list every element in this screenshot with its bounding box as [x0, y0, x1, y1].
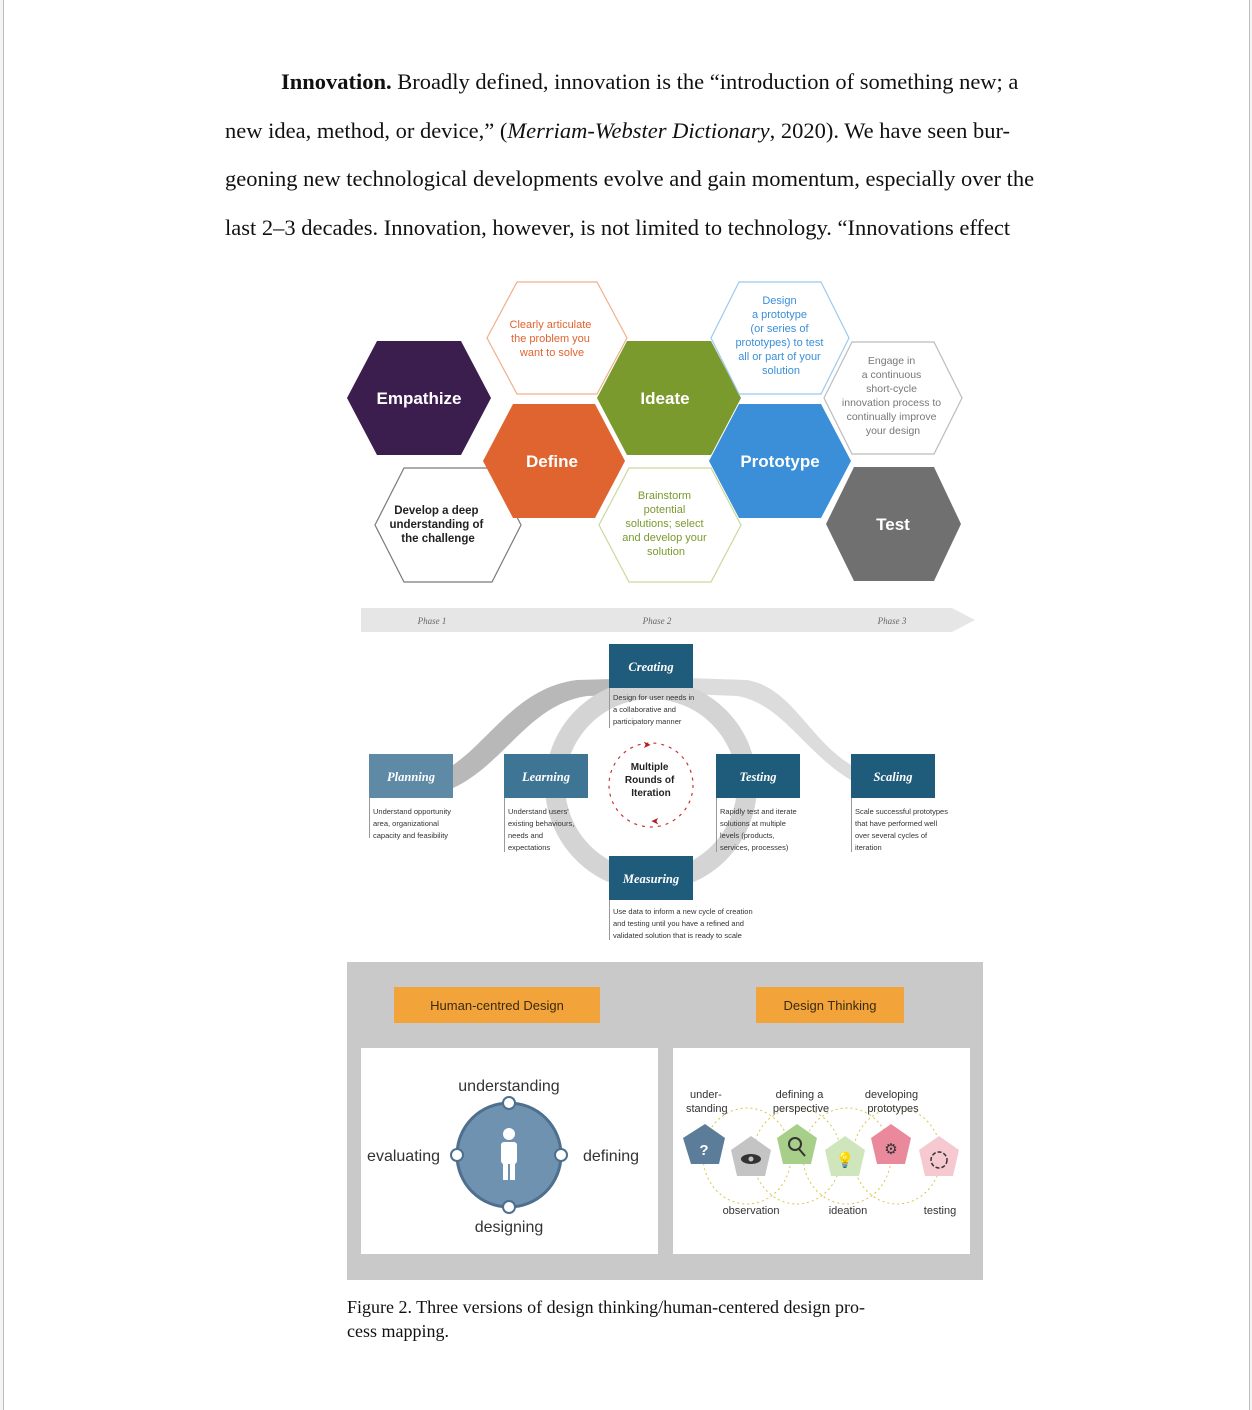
caption-line-2: cess mapping. — [347, 1321, 449, 1341]
empathize-hexagon — [347, 341, 491, 455]
ideate-hexagon — [597, 341, 741, 455]
hcd-designing-label: designing — [475, 1219, 544, 1236]
iteration-arrow-top-icon: ➤ — [643, 740, 651, 751]
document-page: Innovation. Broadly defined, innovation … — [3, 0, 1250, 1410]
hcd-title: Human-centred Design — [430, 998, 564, 1013]
prototype-desc: Design a prototype (or series of prototy… — [735, 295, 826, 377]
magnifier-icon — [788, 1137, 802, 1151]
phase-arrow — [361, 608, 975, 632]
testing-box — [716, 754, 800, 798]
iteration-center-label: Multiple Rounds of Iteration — [625, 762, 677, 799]
test-hexagon — [826, 467, 961, 581]
dt-observation-label: observation — [723, 1205, 780, 1217]
cycle-diagram: Multiple Rounds of Iteration ➤ ➤ Creatin… — [369, 644, 950, 940]
paragraph-line-1: Innovation. Broadly defined, innovation … — [281, 69, 1019, 94]
define-desc-hexagon — [486, 281, 628, 395]
lightbulb-icon: 💡 — [836, 1151, 855, 1169]
understanding-pentagon — [683, 1124, 725, 1164]
scaling-box — [851, 754, 935, 798]
citation-source: Merriam-Webster Dictionary — [507, 117, 770, 143]
dt-tag — [756, 987, 904, 1023]
learning-label: Learning — [521, 770, 570, 784]
empathize-label: Empathize — [376, 389, 461, 408]
gear-icon: ⚙ — [884, 1141, 897, 1158]
define-desc: Clearly articulate the problem you want … — [510, 319, 595, 359]
dt-ideation-label: ideation — [829, 1205, 868, 1217]
measuring-desc: Use data to inform a new cycle of creati… — [613, 907, 755, 940]
paragraph-line-2: new idea, method, or device,” (Merriam-W… — [225, 117, 1011, 143]
paragraph-line-3: geoning new technological developments e… — [225, 166, 1035, 191]
planning-box — [369, 754, 453, 798]
dt-defining-label: defining a perspective — [773, 1089, 829, 1115]
paragraph-line-4: last 2–3 decades. Innovation, however, i… — [225, 214, 1011, 240]
hcd-defining-label: defining — [583, 1148, 639, 1165]
ideation-pentagon — [825, 1136, 865, 1176]
phase-1-label: Phase 1 — [417, 616, 447, 626]
planning-desc: Understand opportunity area, organizatio… — [373, 807, 453, 840]
designing-node-icon — [502, 1200, 516, 1214]
hcd-dt-panel: Human-centred Design Design Thinking und… — [347, 962, 983, 1280]
testing-pentagon — [919, 1136, 959, 1176]
refresh-icon — [930, 1151, 948, 1169]
prototype-desc-hexagon — [710, 281, 850, 395]
iteration-arrow-bottom-icon: ➤ — [651, 815, 659, 826]
defining-node-icon — [554, 1148, 568, 1162]
person-head-icon — [503, 1128, 515, 1140]
left-swoosh — [407, 678, 647, 798]
define-label: Define — [526, 452, 578, 471]
innovation-heading: Innovation. — [281, 69, 392, 94]
ideate-label: Ideate — [640, 389, 689, 408]
prototype-hexagon — [709, 404, 851, 518]
perspective-pentagon — [777, 1124, 817, 1164]
ideate-desc: Brainstorm potential solutions; select a… — [622, 490, 709, 558]
iteration-center-circle — [608, 742, 694, 828]
creating-label: Creating — [628, 660, 673, 674]
prototypes-pentagon — [871, 1124, 911, 1164]
hcd-understanding-label: understanding — [458, 1078, 559, 1095]
measuring-label: Measuring — [622, 872, 679, 886]
hcd-evaluating-label: evaluating — [367, 1148, 440, 1165]
test-desc: Engage in a continuous short-cycle innov… — [842, 355, 944, 437]
creating-desc: Design for user needs in a collaborative… — [613, 693, 696, 726]
scaling-label: Scaling — [874, 770, 913, 784]
hexagon-diagram: Empathize Develop a deep understanding o… — [347, 281, 975, 632]
phase-2-label: Phase 2 — [642, 616, 672, 626]
measuring-box — [609, 856, 693, 900]
creating-box — [609, 644, 693, 688]
test-label: Test — [876, 515, 910, 534]
learning-box — [504, 754, 588, 798]
dt-title: Design Thinking — [784, 998, 877, 1013]
scaling-desc: Scale successful prototypes that have pe… — [855, 807, 950, 852]
planning-label: Planning — [387, 770, 435, 784]
understanding-node-icon — [502, 1096, 516, 1110]
test-desc-hexagon — [823, 341, 963, 455]
dt-developing-label: developing prototypes — [865, 1089, 921, 1115]
person-body-icon — [501, 1142, 517, 1164]
prototype-label: Prototype — [740, 452, 819, 471]
question-icon: ? — [699, 1142, 708, 1159]
caption-line-1: Figure 2. Three versions of design think… — [347, 1297, 866, 1317]
testing-label: Testing — [739, 770, 776, 784]
phase-3-label: Phase 3 — [877, 616, 907, 626]
define-hexagon — [483, 404, 625, 518]
empathize-desc: Develop a deep understanding of the chal… — [389, 505, 486, 545]
figure-caption: Figure 2. Three versions of design think… — [347, 1295, 967, 1343]
learning-desc: Understand users' existing behaviours, n… — [508, 807, 576, 852]
ideate-desc-hexagon — [598, 467, 742, 583]
testing-desc: Rapidly test and iterate solutions at mu… — [720, 807, 799, 852]
dt-understanding-label: under- standing — [686, 1089, 728, 1115]
evaluating-node-icon — [450, 1148, 464, 1162]
hcd-tag — [394, 987, 600, 1023]
body-paragraph: Innovation. Broadly defined, innovation … — [225, 58, 1100, 252]
dt-testing-label: testing — [924, 1205, 956, 1217]
